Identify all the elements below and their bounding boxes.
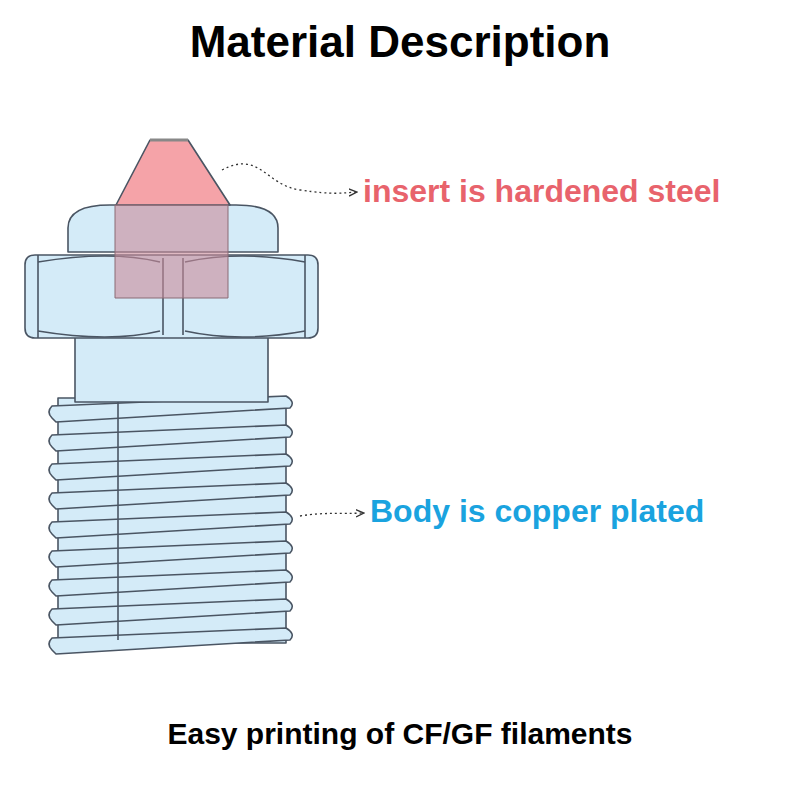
thread-ridge: [49, 599, 292, 625]
thread-ridge: [49, 541, 292, 567]
steel-insert: [115, 205, 228, 298]
screw-thread: [49, 396, 292, 654]
callout-label: insert is hardened steel: [363, 174, 720, 209]
hex-edge: [37, 255, 39, 338]
thread-ridge: [49, 628, 292, 654]
thread-ridge: [49, 454, 292, 480]
hex-edge: [304, 255, 306, 338]
thread-ridge: [49, 570, 292, 596]
callout-label: Body is copper plated: [370, 494, 704, 529]
thread-mark: [117, 400, 119, 640]
thread-ridge: [49, 483, 292, 509]
leader-line: [222, 164, 357, 193]
nozzle-orifice: [150, 139, 188, 142]
thread-ridge: [49, 512, 292, 538]
nozzle-neck: [75, 336, 268, 402]
leader-line: [300, 513, 364, 516]
diagram-title: Material Description: [0, 18, 800, 66]
thread-ridge: [49, 425, 292, 451]
diagram-caption: Easy printing of CF/GF filaments: [0, 717, 800, 750]
steel-tip: [116, 140, 230, 205]
